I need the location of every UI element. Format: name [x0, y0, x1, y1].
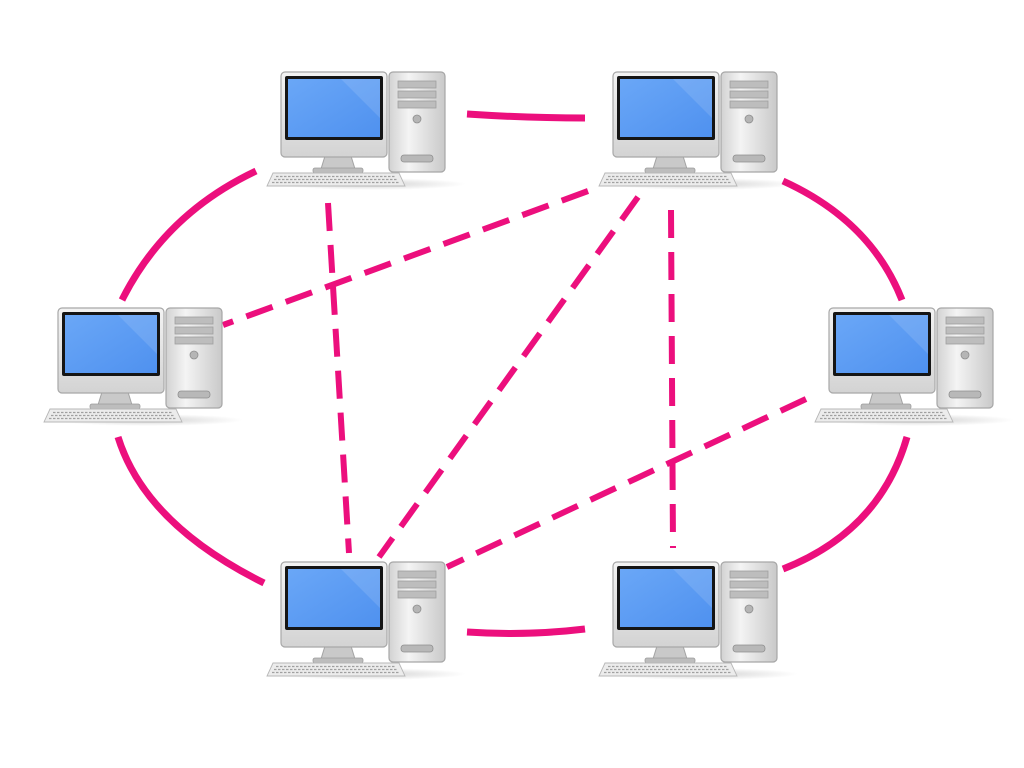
link-top-right-bottom-left	[376, 195, 641, 559]
link-bottom-right-bottom-left	[466, 625, 586, 637]
link-middle-right-bottom-right	[781, 436, 911, 573]
mesh-links	[221, 188, 808, 570]
link-middle-left-top-left	[118, 167, 258, 302]
link-bottom-left-middle-left	[114, 435, 266, 587]
link-middle-right-bottom-left	[445, 396, 808, 570]
ring-links	[114, 110, 911, 637]
link-top-left-top-right	[466, 110, 586, 122]
link-top-right-middle-left	[221, 188, 590, 328]
link-top-right-middle-right	[781, 177, 906, 302]
link-top-left-bottom-left	[325, 202, 352, 554]
link-top-right-bottom-right	[668, 209, 676, 549]
